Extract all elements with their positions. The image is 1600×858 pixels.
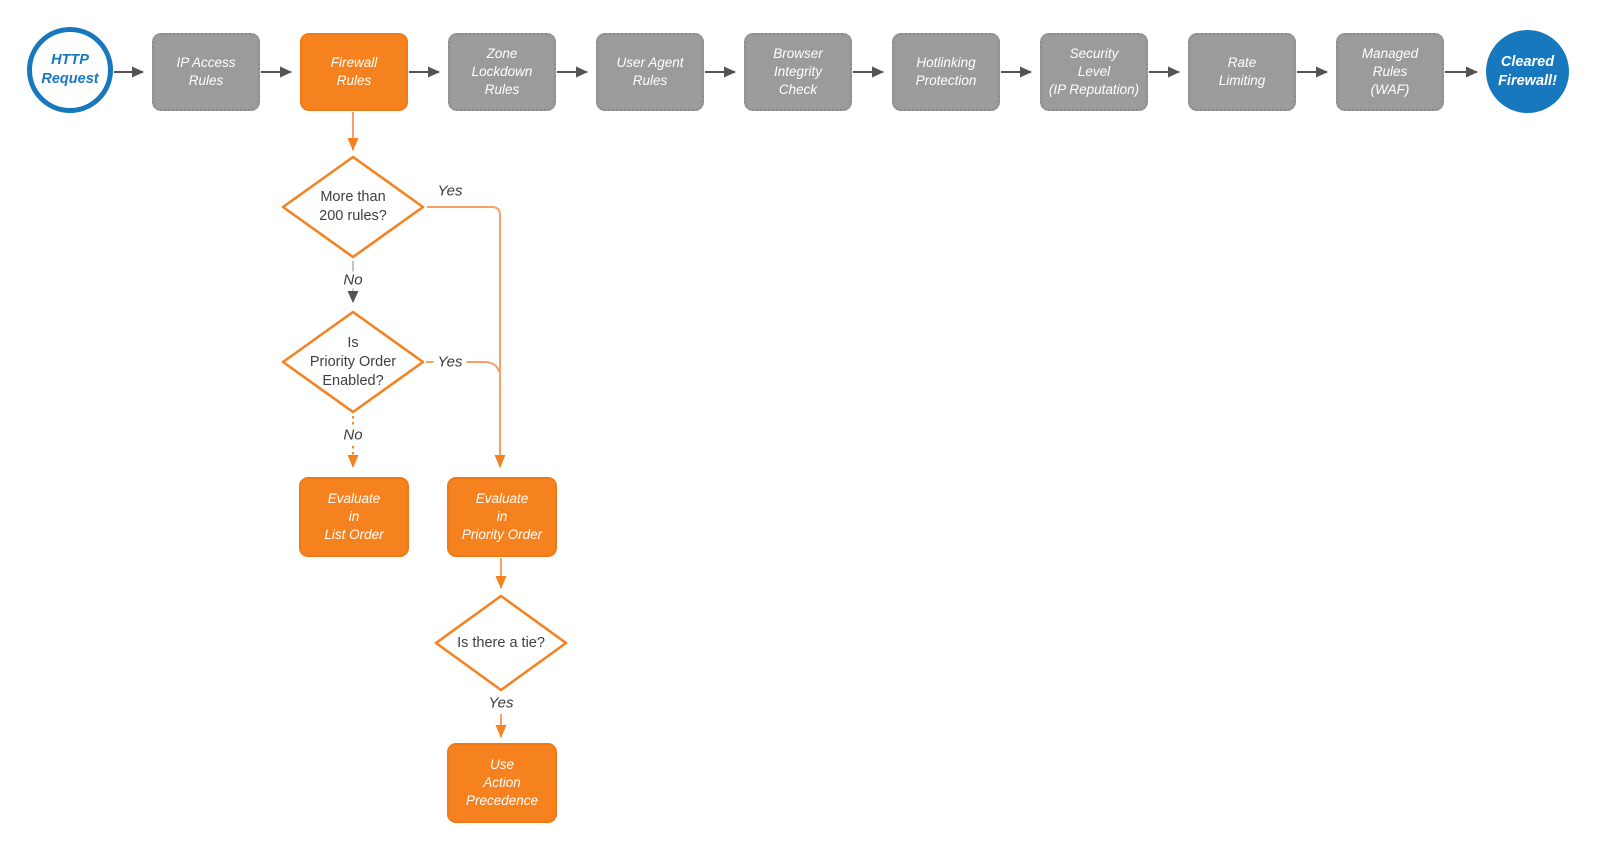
stage-zone-lockdown-rules: Zone Lockdown Rules — [448, 33, 556, 111]
decision-is-there-a-tie: Is there a tie? — [433, 593, 569, 693]
stage-label: Browser Integrity Check — [773, 46, 823, 97]
start-node-http-request: HTTP Request — [27, 27, 113, 113]
stage-label: IP Access Rules — [176, 55, 236, 88]
edge-label-no-priority-order: No — [339, 426, 367, 444]
process-evaluate-priority-order: Evaluate in Priority Order — [447, 477, 557, 557]
diamond-shape — [434, 594, 568, 692]
start-node-label: HTTP Request — [41, 52, 99, 87]
stage-label: Hotlinking Protection — [915, 55, 977, 88]
stage-browser-integrity-check: Browser Integrity Check — [744, 33, 852, 111]
stage-label: User Agent Rules — [616, 55, 684, 88]
process-label: Use Action Precedence — [465, 757, 539, 808]
edge-label-no-200-rules: No — [339, 271, 367, 289]
edge-label-yes-200-rules: Yes — [433, 182, 467, 200]
stage-label: Security Level (IP Reputation) — [1048, 46, 1140, 97]
decision-label: More than 200 rules? — [319, 189, 387, 224]
decision-more-than-200-rules: More than 200 rules? — [280, 154, 426, 260]
stage-label: Rate Limiting — [1218, 55, 1266, 88]
process-use-action-precedence: Use Action Precedence — [447, 743, 557, 823]
decision-label: Is Priority Order Enabled? — [309, 334, 397, 389]
stage-managed-rules-waf: Managed Rules (WAF) — [1336, 33, 1444, 111]
diamond-shape — [281, 155, 425, 259]
stage-hotlinking-protection: Hotlinking Protection — [892, 33, 1000, 111]
process-label: Evaluate in Priority Order — [461, 491, 543, 542]
decision-label: Is there a tie? — [457, 634, 545, 651]
edge-label-yes-tie: Yes — [484, 694, 518, 712]
stage-label: Zone Lockdown Rules — [471, 46, 533, 97]
end-node-cleared-firewall: Cleared Firewall! — [1486, 30, 1569, 113]
decision-priority-order-enabled: Is Priority Order Enabled? — [280, 309, 426, 415]
edge-label-yes-priority-order: Yes — [433, 353, 467, 371]
edge-decision-200-yes — [427, 206, 506, 468]
stage-label: Managed Rules (WAF) — [1361, 46, 1419, 97]
diamond-shape — [281, 310, 425, 414]
stage-label: Firewall Rules — [330, 55, 378, 88]
stage-firewall-rules: Firewall Rules — [300, 33, 408, 111]
stage-rate-limiting: Rate Limiting — [1188, 33, 1296, 111]
stage-security-level: Security Level (IP Reputation) — [1040, 33, 1148, 111]
process-evaluate-list-order: Evaluate in List Order — [299, 477, 409, 557]
stage-ip-access-rules: IP Access Rules — [152, 33, 260, 111]
process-label: Evaluate in List Order — [324, 491, 384, 542]
end-node-label: Cleared Firewall! — [1498, 53, 1557, 89]
stage-user-agent-rules: User Agent Rules — [596, 33, 704, 111]
